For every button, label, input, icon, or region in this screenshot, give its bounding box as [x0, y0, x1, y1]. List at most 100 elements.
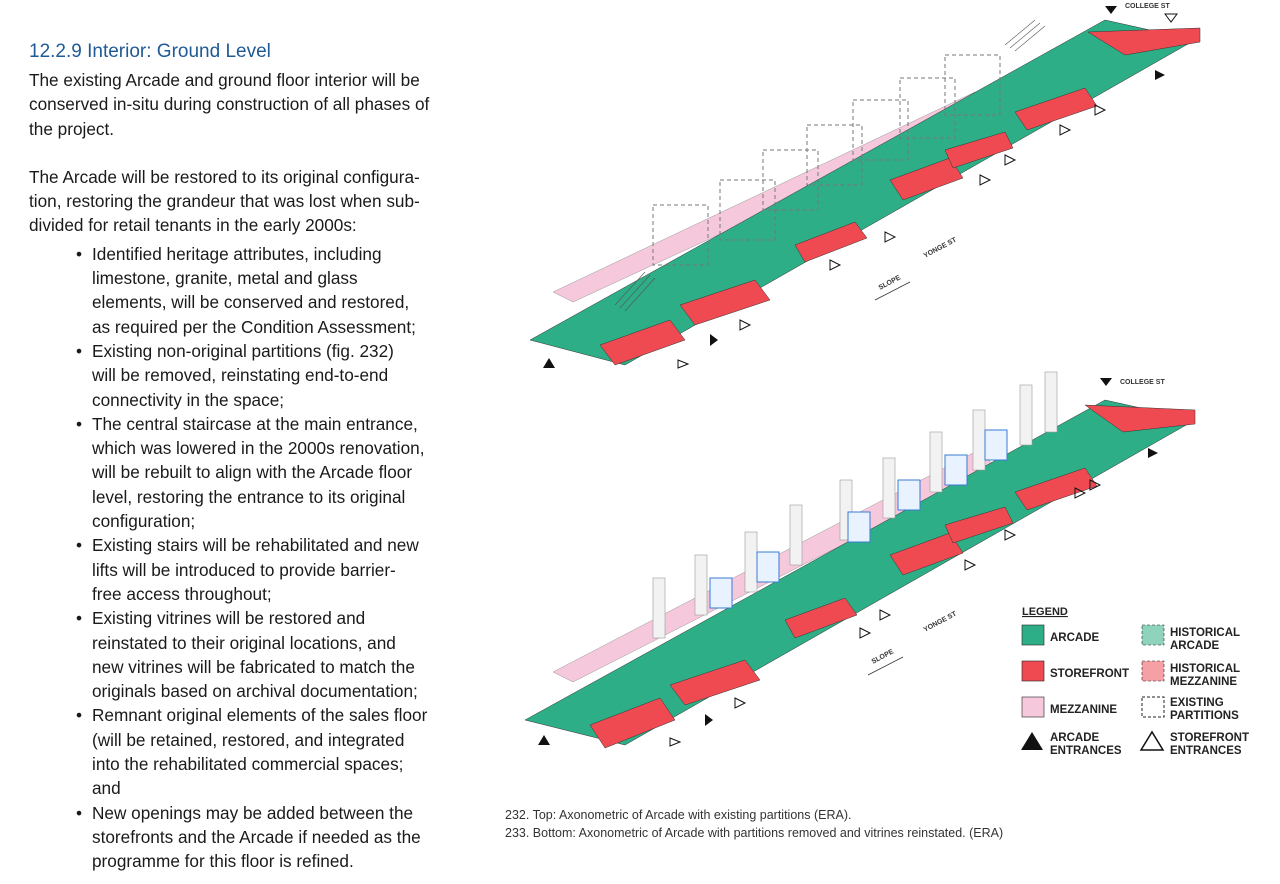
- arcade-entrance-marker: [1105, 6, 1117, 14]
- legend-arcade: ARCADE: [1050, 632, 1100, 644]
- legend: LEGEND ARCADE STOREFRONT MEZZANINE ARCAD…: [1021, 606, 1249, 757]
- legend-mezzanine: MEZZANINE: [1050, 704, 1117, 716]
- arcade-entrance-marker: [1100, 378, 1112, 386]
- list-item: New openings may be added between the st…: [76, 801, 459, 874]
- list-item-line: reinstated to their original locations, …: [92, 632, 396, 653]
- intro-line: the project.: [29, 118, 115, 139]
- columns: [652, 371, 1058, 639]
- list-item-line: and: [92, 778, 121, 799]
- storefront-block: [1084, 404, 1196, 433]
- arcade-entrance-marker: [710, 334, 718, 346]
- intro-paragraph: The existing Arcade and ground floor int…: [29, 68, 459, 141]
- storefront-block: [599, 319, 686, 366]
- list-item-line: Existing stairs will be rehabilitated an…: [92, 535, 419, 556]
- figure-caption-233: 233. Bottom: Axonometric of Arcade with …: [505, 826, 1004, 840]
- legend-arcade-entrances-2: ENTRANCES: [1050, 745, 1122, 757]
- list-item: Identified heritage attributes, includin…: [76, 242, 459, 339]
- slope-arrow: [874, 281, 911, 301]
- legend-title: LEGEND: [1022, 606, 1068, 618]
- storefront-block: [784, 597, 858, 639]
- slope-label: SLOPE: [878, 274, 903, 291]
- arcade-entrance-marker: [538, 735, 550, 745]
- bottom-axonometric: COLLEGE ST YONGE ST SLOPE: [524, 371, 1196, 749]
- list-item-line: into the rehabilitated commercial spaces…: [92, 754, 404, 775]
- list-item: Existing stairs will be rehabilitated an…: [76, 533, 459, 606]
- storefront-block: [679, 279, 771, 326]
- list-item-line: connectivity in the space;: [92, 389, 285, 410]
- list-item-line: originals based on archival documentatio…: [92, 681, 418, 702]
- list-item-line: new vitrines will be fabricated to match…: [92, 656, 415, 677]
- storefront-block: [889, 532, 964, 576]
- vitrines: [709, 429, 1008, 609]
- list-item-line: Existing non-original partitions (fig. 2…: [92, 340, 394, 361]
- storefront-block: [589, 697, 676, 749]
- legend-arcade-entrance-icon: [1021, 732, 1043, 750]
- stairs: [614, 19, 1046, 312]
- list-item-line: lifts will be introduced to provide barr…: [92, 559, 396, 580]
- legend-arcade-entrances-1: ARCADE: [1050, 732, 1100, 744]
- axonometric-figures: COLLEGE ST YONGE ST SLOPE: [524, 3, 1249, 757]
- list-item-line: configuration;: [92, 511, 196, 532]
- arcade-entrance-marker: [543, 358, 555, 368]
- list-item: The central staircase at the main entran…: [76, 412, 459, 533]
- arcade-entrance-marker: [705, 714, 713, 726]
- list-item-line: New openings may be added between the: [92, 802, 414, 823]
- storefront-block: [1087, 27, 1201, 56]
- restoration-line: tion, restoring the grandeur that was lo…: [29, 191, 420, 212]
- list-item-line: Remnant original elements of the sales f…: [92, 705, 428, 726]
- list-item-line: which was lowered in the 2000s renovatio…: [92, 438, 425, 459]
- legend-swatch-historical-arcade: [1141, 624, 1165, 646]
- legend-historical-arcade-2: ARCADE: [1170, 640, 1220, 652]
- legend-existing-partitions-1: EXISTING: [1170, 697, 1224, 709]
- legend-swatch-existing-partitions: [1141, 696, 1165, 718]
- list-item-line: (will be retained, restored, and integra…: [92, 729, 405, 750]
- list-item-line: Existing vitrines will be restored and: [92, 608, 366, 629]
- list-item-line: storefronts and the Arcade if needed as …: [92, 826, 421, 847]
- street-label-yonge: YONGE ST: [923, 236, 959, 260]
- restoration-paragraph: The Arcade will be restored to its origi…: [29, 165, 459, 238]
- list-item-line: elements, will be conserved and restored…: [92, 292, 410, 313]
- restoration-line: The Arcade will be restored to its origi…: [29, 166, 420, 187]
- legend-historical-arcade-1: HISTORICAL: [1170, 627, 1240, 639]
- legend-swatch-mezzanine: [1021, 696, 1045, 718]
- list-item: Remnant original elements of the sales f…: [76, 703, 459, 800]
- list-item-line: programme for this floor is refined.: [92, 851, 354, 872]
- list-item-line: level, restoring the entrance to its ori…: [92, 486, 406, 507]
- list-item-line: limestone, granite, metal and glass: [92, 268, 358, 289]
- legend-historical-mezzanine-1: HISTORICAL: [1170, 663, 1240, 675]
- figure-caption-232: 232. Top: Axonometric of Arcade with exi…: [505, 808, 852, 822]
- intro-line: conserved in-situ during construction of…: [29, 94, 430, 115]
- storefront-block: [794, 221, 868, 263]
- storefront-entrance-markers: [669, 479, 1102, 747]
- arcade-entrance-marker: [1155, 70, 1165, 80]
- top-axonometric: COLLEGE ST YONGE ST SLOPE: [529, 3, 1201, 369]
- legend-storefront: STOREFRONT: [1050, 668, 1129, 680]
- legend-historical-mezzanine-2: MEZZANINE: [1170, 676, 1237, 688]
- list-item-line: as required per the Condition Assessment…: [92, 316, 416, 337]
- street-label-college: COLLEGE ST: [1120, 379, 1165, 386]
- text-column: 12.2.9 Interior: Ground Level The existi…: [29, 40, 459, 874]
- slope-arrow: [867, 656, 904, 676]
- legend-swatch-storefront: [1021, 660, 1045, 682]
- arcade-floor: [524, 399, 1196, 746]
- storefront-block: [669, 659, 761, 706]
- list-item-line: will be rebuilt to align with the Arcade…: [92, 462, 413, 483]
- list-item-line: will be removed, reinstating end-to-end: [92, 365, 389, 386]
- legend-storefront-entrance-icon: [1139, 730, 1165, 751]
- list-item: Existing non-original partitions (fig. 2…: [76, 339, 459, 412]
- legend-storefront-entrances-1: STOREFRONT: [1170, 732, 1249, 744]
- restoration-list: Identified heritage attributes, includin…: [29, 242, 459, 874]
- section-heading: 12.2.9 Interior: Ground Level: [29, 41, 271, 62]
- list-item: Existing vitrines will be restored and r…: [76, 606, 459, 703]
- storefront-block: [944, 131, 1014, 169]
- legend-storefront-entrances-2: ENTRANCES: [1170, 745, 1242, 757]
- storefront-block: [889, 157, 964, 201]
- legend-existing-partitions-2: PARTITIONS: [1170, 710, 1239, 722]
- intro-line: The existing Arcade and ground floor int…: [29, 70, 420, 90]
- list-item-line: free access throughout;: [92, 583, 272, 604]
- legend-swatch-arcade: [1021, 624, 1045, 646]
- street-label-college: COLLEGE ST: [1125, 3, 1170, 10]
- storefront-entrance-markers: [677, 13, 1178, 369]
- street-label-yonge: YONGE ST: [923, 610, 959, 634]
- legend-swatch-historical-mezzanine: [1141, 660, 1165, 682]
